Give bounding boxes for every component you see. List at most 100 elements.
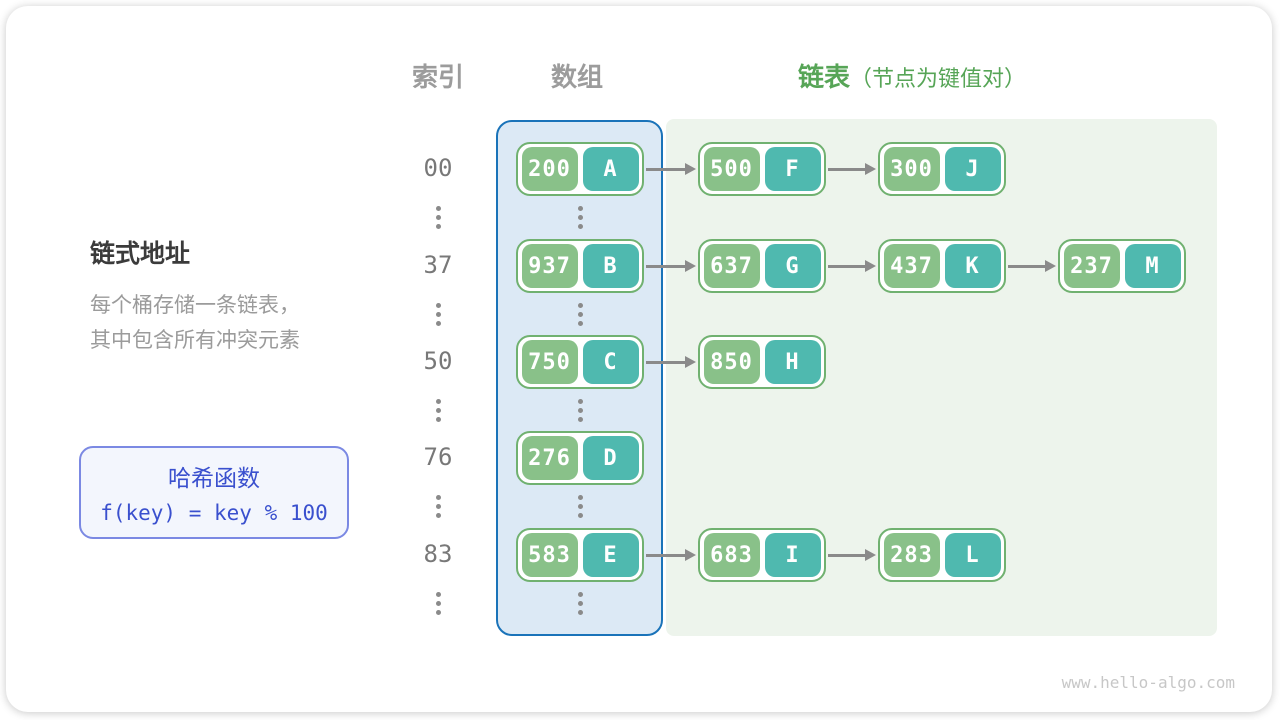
node-value-cell: G	[764, 244, 821, 288]
node-key-cell: 850	[703, 340, 760, 384]
node-value-cell: K	[944, 244, 1001, 288]
ellipsis-dots	[577, 303, 583, 326]
ellipsis-dot	[435, 224, 441, 229]
ellipsis-dot	[577, 504, 583, 509]
hash-function-formula: f(key) = key % 100	[100, 501, 328, 525]
link-arrow-line	[828, 553, 867, 557]
ellipsis-dot	[577, 224, 583, 229]
link-arrow-head	[685, 356, 696, 368]
link-arrow-head	[685, 549, 696, 561]
ellipsis-dots	[577, 495, 583, 518]
ellipsis-dot	[577, 495, 583, 500]
concept-title: 链式地址	[90, 240, 191, 268]
ellipsis-dot	[577, 303, 583, 308]
column-header-list: 链表（节点为键值对）	[798, 57, 1026, 94]
link-arrow-line	[646, 167, 687, 171]
ellipsis-dots	[577, 399, 583, 422]
ellipsis-dots	[435, 399, 441, 422]
node-value-cell: I	[764, 533, 821, 577]
node-value-cell: M	[1124, 244, 1181, 288]
link-arrow	[828, 161, 876, 177]
ellipsis-dots	[577, 592, 583, 615]
node-key-cell: 750	[521, 340, 578, 384]
node-key-cell: 937	[521, 244, 578, 288]
ellipsis-dot	[435, 610, 441, 615]
ellipsis-dots	[435, 303, 441, 326]
index-label: 37	[423, 251, 453, 279]
figure-card: 索引 数组 链表（节点为键值对） 链式地址 每个桶存储一条链表， 其中包含所有冲…	[6, 6, 1272, 712]
link-arrow-head	[865, 260, 876, 272]
link-arrow-head	[685, 163, 696, 175]
list-header-note: （节点为键值对）	[850, 66, 1027, 91]
ellipsis-dot	[577, 206, 583, 211]
link-arrow	[646, 161, 696, 177]
node-key-cell: 200	[521, 147, 578, 191]
column-header-index: 索引	[411, 62, 464, 92]
node-key-cell: 683	[703, 533, 760, 577]
node-value-cell: C	[582, 340, 639, 384]
ellipsis-dot	[435, 592, 441, 597]
ellipsis-dot	[435, 417, 441, 422]
ellipsis-dot	[435, 215, 441, 220]
node-key-cell: 237	[1063, 244, 1120, 288]
ellipsis-dot	[435, 408, 441, 413]
ellipsis-dot	[435, 504, 441, 509]
ellipsis-dot	[435, 513, 441, 518]
link-arrow-head	[865, 163, 876, 175]
link-arrow-line	[646, 360, 687, 364]
ellipsis-dot	[435, 321, 441, 326]
concept-description-line2: 其中包含所有冲突元素	[90, 329, 300, 352]
link-arrow-head	[1045, 260, 1056, 272]
node-value-cell: F	[764, 147, 821, 191]
index-label: 50	[423, 347, 453, 375]
link-arrow	[646, 354, 696, 370]
node-value-cell: J	[944, 147, 1001, 191]
ellipsis-dots	[435, 206, 441, 229]
link-arrow	[828, 547, 876, 563]
node-key-cell: 437	[883, 244, 940, 288]
ellipsis-dot	[435, 399, 441, 404]
ellipsis-dot	[435, 206, 441, 211]
ellipsis-dot	[577, 513, 583, 518]
link-arrow-line	[646, 264, 687, 268]
node-key-cell: 500	[703, 147, 760, 191]
node-key-cell: 583	[521, 533, 578, 577]
hash-function-box: 哈希函数 f(key) = key % 100	[79, 446, 349, 539]
ellipsis-dot	[435, 312, 441, 317]
hash-function-title: 哈希函数	[168, 465, 260, 491]
link-arrow	[1008, 258, 1056, 274]
link-arrow-head	[865, 549, 876, 561]
watermark: www.hello-algo.com	[1061, 673, 1235, 692]
ellipsis-dot	[577, 215, 583, 220]
ellipsis-dots	[577, 206, 583, 229]
concept-description: 每个桶存储一条链表， 其中包含所有冲突元素	[90, 288, 300, 358]
index-label: 76	[423, 443, 453, 471]
ellipsis-dot	[435, 495, 441, 500]
ellipsis-dot	[577, 399, 583, 404]
link-arrow	[646, 547, 696, 563]
ellipsis-dot	[435, 601, 441, 606]
list-header-label: 链表	[798, 62, 851, 92]
concept-description-line1: 每个桶存储一条链表，	[90, 294, 300, 317]
link-arrow	[646, 258, 696, 274]
node-key-cell: 283	[883, 533, 940, 577]
node-key-cell: 276	[521, 436, 578, 480]
ellipsis-dot	[577, 610, 583, 615]
index-label: 83	[423, 540, 453, 568]
ellipsis-dot	[577, 312, 583, 317]
ellipsis-dots	[435, 495, 441, 518]
ellipsis-dot	[577, 321, 583, 326]
link-arrow-line	[828, 167, 867, 171]
